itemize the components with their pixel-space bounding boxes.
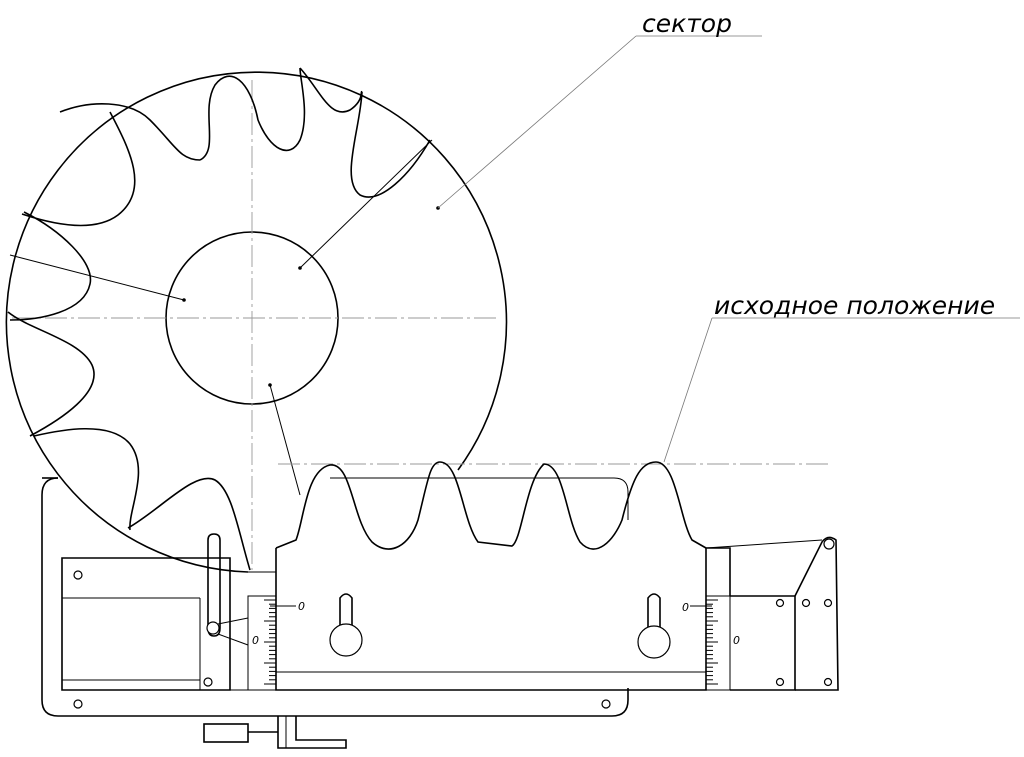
slot (339, 593, 353, 628)
rack-teeth (275, 461, 707, 550)
left-scale-zero-bottom: 0 (252, 634, 259, 647)
rack (275, 461, 830, 691)
bolt-hole (601, 699, 611, 709)
right-scale (690, 595, 731, 691)
gear-teeth (7, 67, 431, 571)
label-initial-position: исходное положение (714, 291, 995, 320)
gear-sector (5, 67, 508, 573)
bolt-hole (823, 598, 833, 608)
bolt-hole (775, 598, 785, 608)
right-bracket (705, 536, 839, 691)
bolt-hole (73, 699, 83, 709)
bolt-hole (73, 570, 83, 580)
left-scale (247, 595, 296, 691)
right-scale-zero-top: 0 (682, 601, 689, 614)
label-sector: сектор (642, 9, 732, 38)
left-scale-zero-top: 0 (298, 600, 305, 613)
bottom-bracket (203, 716, 347, 749)
knob (329, 623, 363, 657)
bolt-hole (203, 677, 213, 687)
bolt-hole (823, 677, 833, 687)
slot (647, 593, 661, 628)
callout-initial-position (663, 317, 1020, 463)
bolt-hole (775, 677, 785, 687)
knob (637, 625, 671, 659)
bolt-hole (801, 598, 811, 608)
right-scale-zero-bottom: 0 (733, 634, 740, 647)
callout-sector (437, 35, 762, 209)
lever (206, 533, 249, 646)
